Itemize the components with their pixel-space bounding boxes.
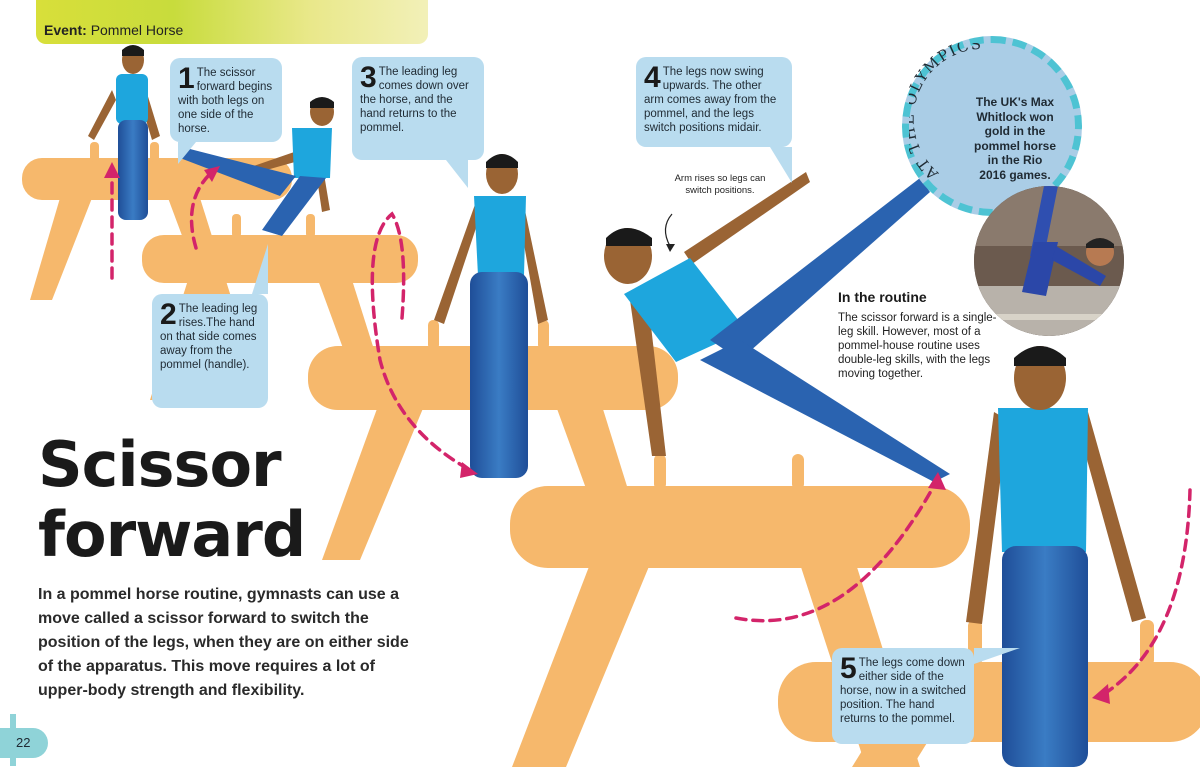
step-number: 3 bbox=[360, 61, 377, 94]
annotation-pointer bbox=[664, 213, 673, 247]
olympics-text: The UK's Max Whitlock won gold in the po… bbox=[973, 95, 1057, 182]
step-text: The scissor forward begins with both leg… bbox=[178, 67, 273, 135]
motion-arrows bbox=[110, 170, 1192, 696]
page-title: Scissor forward bbox=[38, 430, 368, 570]
step-5-callout: 5 The legs come down either side of the … bbox=[832, 648, 1020, 744]
routine-text: The scissor forward is a single-leg skil… bbox=[838, 312, 997, 380]
title-line-2: forward bbox=[38, 498, 306, 571]
gymnast-1 bbox=[88, 45, 160, 220]
gymnast-2 bbox=[180, 97, 334, 236]
step-text: The legs come down either side of the ho… bbox=[840, 657, 966, 725]
page-number: 22 bbox=[16, 735, 31, 750]
arm-annotation: Arm rises so legs can switch positions. bbox=[674, 173, 766, 196]
gymnast-4 bbox=[604, 172, 950, 482]
step-number: 5 bbox=[840, 652, 857, 685]
gymnast-5 bbox=[966, 346, 1146, 767]
arrow-heads bbox=[104, 162, 1110, 704]
olympics-ring-label: AT THE OLYMPICS bbox=[909, 43, 982, 184]
page-number-tab: 22 bbox=[0, 714, 48, 766]
annotation-pointer-head bbox=[666, 244, 675, 252]
event-label: Event: Pommel Horse bbox=[44, 22, 184, 38]
title-line-1: Scissor bbox=[38, 428, 282, 501]
step-number: 1 bbox=[178, 62, 195, 95]
event-tab: Event: Pommel Horse bbox=[36, 0, 428, 44]
step-number: 4 bbox=[644, 61, 661, 94]
step-3-callout: 3 The leading leg comes down over the ho… bbox=[352, 57, 484, 188]
step-text: The leading leg comes down over the hors… bbox=[360, 66, 469, 134]
step-1-callout: 1 The scissor forward begins with both l… bbox=[170, 58, 282, 164]
routine-heading: In the routine bbox=[838, 289, 927, 305]
step-2-callout: 2 The leading leg rises.The hand on that… bbox=[152, 244, 268, 408]
intro-paragraph: In a pommel horse routine, gymnasts can … bbox=[38, 586, 409, 699]
step-4-callout: 4 The legs now swing upwards. The other … bbox=[636, 57, 792, 183]
step-number: 2 bbox=[160, 298, 177, 331]
gymnast-3 bbox=[434, 154, 548, 478]
step-text: The leading leg rises.The hand on that s… bbox=[160, 303, 258, 371]
step-text: The legs now swing upwards. The other ar… bbox=[644, 66, 777, 134]
